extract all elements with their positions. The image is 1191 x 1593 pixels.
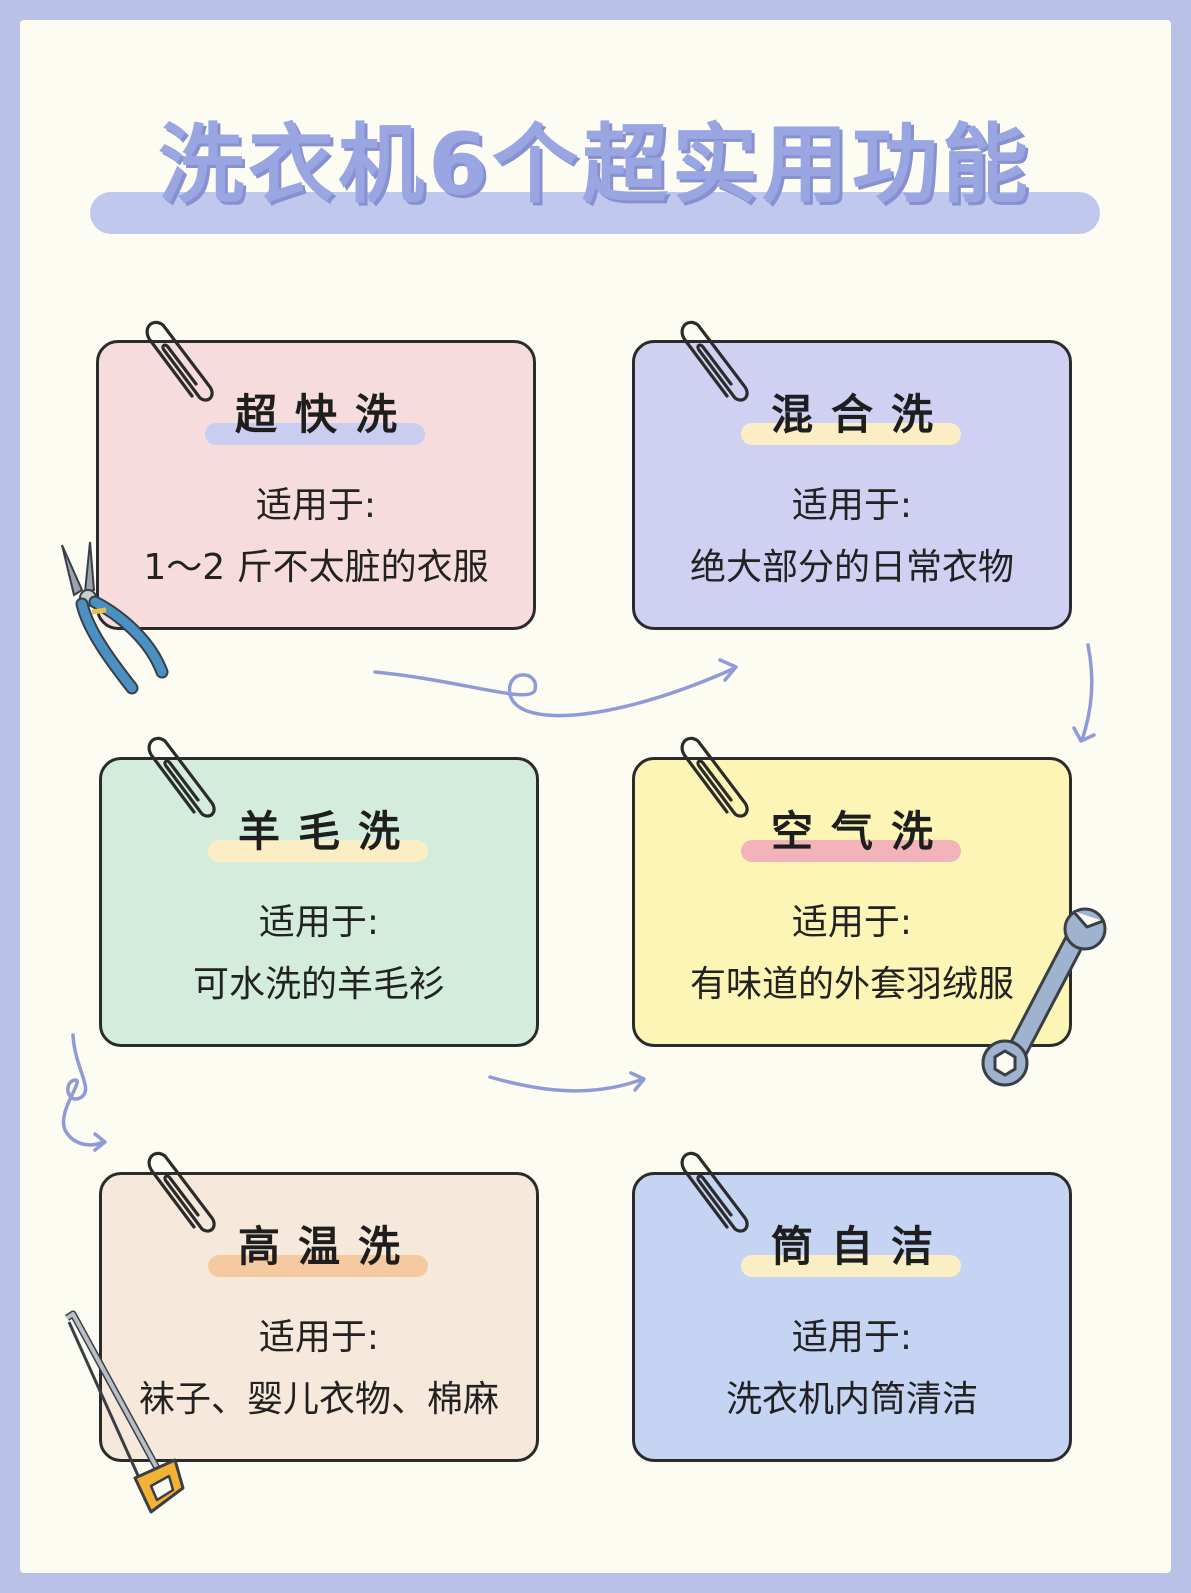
card-description: 袜子、婴儿衣物、棉麻 <box>138 1379 499 1420</box>
page-title: 洗衣机6个超实用功能 <box>158 115 1032 215</box>
title-highlight <box>208 1255 428 1277</box>
card-title: 混合洗 <box>770 390 951 439</box>
arrow-icon <box>488 1071 646 1093</box>
title-highlight <box>205 423 425 445</box>
title-highlight <box>741 1255 961 1277</box>
card-title: 羊毛洗 <box>237 807 418 856</box>
wrench-icon <box>981 907 1107 1087</box>
paperclip-icon <box>680 320 749 402</box>
arrow-icon <box>373 658 738 718</box>
card-description: 绝大部分的日常衣物 <box>689 547 1014 588</box>
card-description: 有味道的外套羽绒服 <box>689 964 1014 1005</box>
card-title: 超快洗 <box>234 390 415 439</box>
feature-card-mixed-wash: 混合洗 适用于: 绝大部分的日常衣物 <box>632 340 1072 630</box>
card-label: 适用于: <box>791 485 913 526</box>
card-description: 1～2 斤不太脏的衣服 <box>143 547 489 588</box>
paperclip-icon <box>147 1151 216 1233</box>
pliers-icon <box>61 541 169 695</box>
card-label: 适用于: <box>791 902 913 943</box>
card-label: 适用于: <box>258 1317 380 1358</box>
card-label: 适用于: <box>255 485 377 526</box>
feature-card-hot-wash: 高温洗 适用于: 袜子、婴儿衣物、棉麻 <box>99 1172 539 1462</box>
arrow-icon <box>61 1033 107 1152</box>
arrow-icon <box>1072 643 1096 743</box>
feature-card-wool-wash: 羊毛洗 适用于: 可水洗的羊毛衫 <box>99 757 539 1047</box>
title-highlight <box>741 840 961 862</box>
card-label: 适用于: <box>258 902 380 943</box>
paperclip-icon <box>680 1151 749 1233</box>
card-title: 空气洗 <box>770 807 951 856</box>
card-description: 洗衣机内筒清洁 <box>725 1379 978 1420</box>
hacksaw-icon <box>65 1310 185 1514</box>
title-highlight <box>208 840 428 862</box>
card-title: 高温洗 <box>237 1222 418 1271</box>
feature-card-drum-self-clean: 筒自洁 适用于: 洗衣机内筒清洁 <box>632 1172 1072 1462</box>
card-title: 筒自洁 <box>770 1222 951 1271</box>
card-label: 适用于: <box>791 1317 913 1358</box>
paperclip-icon <box>145 320 214 402</box>
feature-card-air-wash: 空气洗 适用于: 有味道的外套羽绒服 <box>632 757 1072 1047</box>
card-description: 可水洗的羊毛衫 <box>192 964 445 1005</box>
feature-card-quick-wash: 超快洗 适用于: 1～2 斤不太脏的衣服 <box>96 340 536 630</box>
title-highlight <box>741 423 961 445</box>
paperclip-icon <box>680 736 749 818</box>
title-block: 洗衣机6个超实用功能 <box>90 100 1100 240</box>
title-highlight-bar <box>90 192 1100 234</box>
paperclip-icon <box>147 736 216 818</box>
